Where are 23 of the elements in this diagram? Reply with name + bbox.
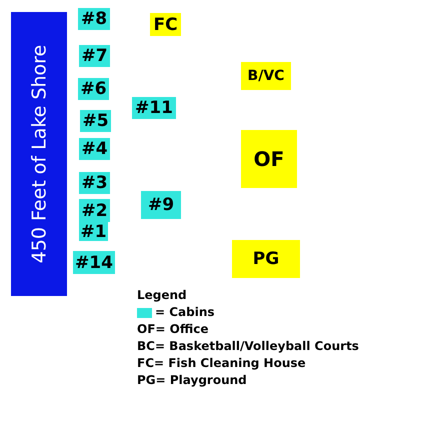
facility-marker: OF <box>241 130 297 188</box>
legend-entry: OF= Office <box>137 322 208 336</box>
facility-marker: FC <box>150 13 181 36</box>
cabin-marker: #8 <box>78 8 110 30</box>
legend-entry: = Cabins <box>155 305 215 319</box>
cabin-marker: #1 <box>79 222 108 241</box>
cabin-marker: #14 <box>73 251 115 274</box>
facility-marker: PG <box>232 240 300 278</box>
facility-marker: B/VC <box>241 62 291 90</box>
lake-shore-band <box>11 12 67 296</box>
cabin-marker: #9 <box>141 191 181 219</box>
cabin-marker: #3 <box>79 172 110 194</box>
cabin-marker: #6 <box>78 78 109 100</box>
legend-entry: PG= Playground <box>137 373 247 387</box>
cabin-marker: #2 <box>79 199 110 222</box>
legend-entry: FC= Fish Cleaning House <box>137 356 306 370</box>
cabin-marker: #11 <box>132 97 176 119</box>
shore-label: 450 Feet of Lake Shore <box>28 44 50 264</box>
legend-heading: Legend <box>137 288 187 302</box>
cabin-marker: #4 <box>79 138 110 160</box>
cabin-marker: #7 <box>79 45 110 67</box>
cabin-marker: #5 <box>80 110 111 132</box>
legend-entry: BC= Basketball/Volleyball Courts <box>137 339 359 353</box>
